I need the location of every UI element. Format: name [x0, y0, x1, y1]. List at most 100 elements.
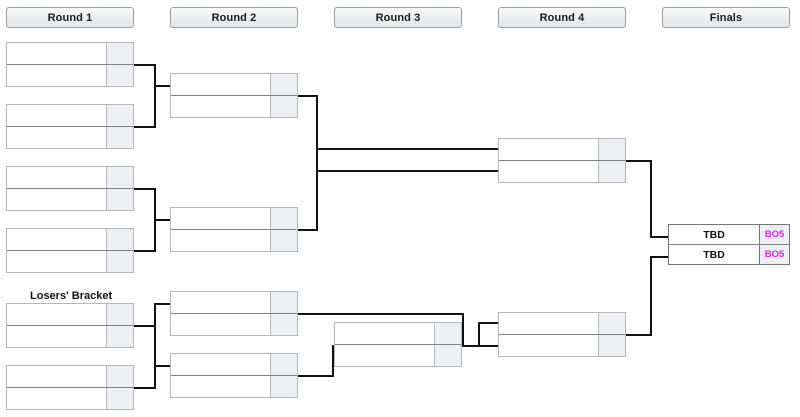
match-box[interactable] [334, 322, 462, 367]
team-name [7, 65, 106, 86]
team-score [270, 376, 297, 397]
team-name [7, 105, 106, 126]
team-name [499, 161, 598, 182]
bracket-connector [332, 345, 334, 377]
team-score [270, 208, 297, 229]
match-row[interactable] [7, 188, 133, 210]
bracket-connector [154, 219, 171, 221]
bracket-connector [316, 95, 318, 172]
round-header-tab[interactable]: Round 4 [498, 7, 626, 28]
team-score [106, 105, 133, 126]
team-score [106, 388, 133, 409]
match-box[interactable] [6, 42, 134, 87]
match-row[interactable] [499, 139, 625, 160]
match-row[interactable] [7, 229, 133, 250]
team-score [270, 230, 297, 251]
match-row[interactable] [171, 313, 297, 335]
round-header-tab[interactable]: Round 3 [334, 7, 462, 28]
match-box[interactable] [6, 228, 134, 273]
bracket-connector [650, 160, 652, 238]
team-score [106, 189, 133, 210]
round-header-tab[interactable]: Round 1 [6, 7, 134, 28]
match-row[interactable] [335, 323, 461, 344]
team-name [499, 313, 598, 334]
team-name: TBD [669, 245, 759, 264]
bracket-connector [154, 85, 171, 87]
team-score [106, 229, 133, 250]
team-score [106, 43, 133, 64]
match-row[interactable] [171, 375, 297, 397]
team-score [598, 139, 625, 160]
team-name [7, 229, 106, 250]
bracket-connector [154, 303, 171, 305]
team-score [106, 65, 133, 86]
team-score [598, 335, 625, 356]
team-score [270, 354, 297, 375]
team-name [171, 208, 270, 229]
bracket-connector [316, 170, 500, 172]
team-score [106, 304, 133, 325]
round-header-tab[interactable]: Round 2 [170, 7, 298, 28]
match-row[interactable] [7, 43, 133, 64]
round-header-tab[interactable]: Finals [662, 7, 790, 28]
team-score [434, 323, 461, 344]
match-row[interactable] [7, 64, 133, 86]
match-row[interactable] [7, 387, 133, 409]
match-row[interactable] [499, 334, 625, 356]
match-box[interactable] [170, 291, 298, 336]
match-box[interactable] [6, 166, 134, 211]
match-row[interactable] [171, 95, 297, 117]
team-name [7, 304, 106, 325]
match-row[interactable] [7, 325, 133, 347]
team-name [171, 292, 270, 313]
match-row[interactable] [171, 292, 297, 313]
team-score [270, 292, 297, 313]
team-name [7, 167, 106, 188]
team-score [434, 345, 461, 366]
match-row[interactable] [7, 105, 133, 126]
match-box[interactable] [498, 138, 626, 183]
match-box[interactable] [6, 365, 134, 410]
team-score [106, 366, 133, 387]
match-row[interactable] [7, 304, 133, 325]
team-score [270, 74, 297, 95]
match-row[interactable] [171, 74, 297, 95]
match-row[interactable] [499, 160, 625, 182]
match-box[interactable] [170, 353, 298, 398]
bracket-connector [134, 325, 156, 327]
match-row[interactable] [7, 366, 133, 387]
match-box[interactable] [498, 312, 626, 357]
team-name [7, 127, 106, 148]
match-row[interactable] [7, 126, 133, 148]
team-score [106, 326, 133, 347]
match-row[interactable] [335, 344, 461, 366]
team-score [270, 96, 297, 117]
match-row[interactable] [171, 229, 297, 251]
team-score [598, 313, 625, 334]
team-name [7, 388, 106, 409]
match-box[interactable] [170, 73, 298, 118]
match-box[interactable] [170, 207, 298, 252]
team-name [7, 366, 106, 387]
match-row[interactable] [171, 208, 297, 229]
bracket-connector [650, 256, 670, 258]
bracket-connector [298, 229, 318, 231]
bracket-connector [650, 256, 652, 336]
team-name [7, 251, 106, 272]
match-row[interactable] [7, 250, 133, 272]
bracket-connector [154, 303, 156, 388]
bracket-connector [626, 334, 652, 336]
match-box[interactable] [6, 104, 134, 149]
team-score [106, 127, 133, 148]
match-row[interactable] [499, 313, 625, 334]
match-box[interactable] [6, 303, 134, 348]
match-row[interactable] [7, 167, 133, 188]
bracket-connector [134, 64, 156, 66]
match-row[interactable] [171, 354, 297, 375]
bracket-connector [316, 148, 318, 231]
bracket-connector [298, 95, 318, 97]
